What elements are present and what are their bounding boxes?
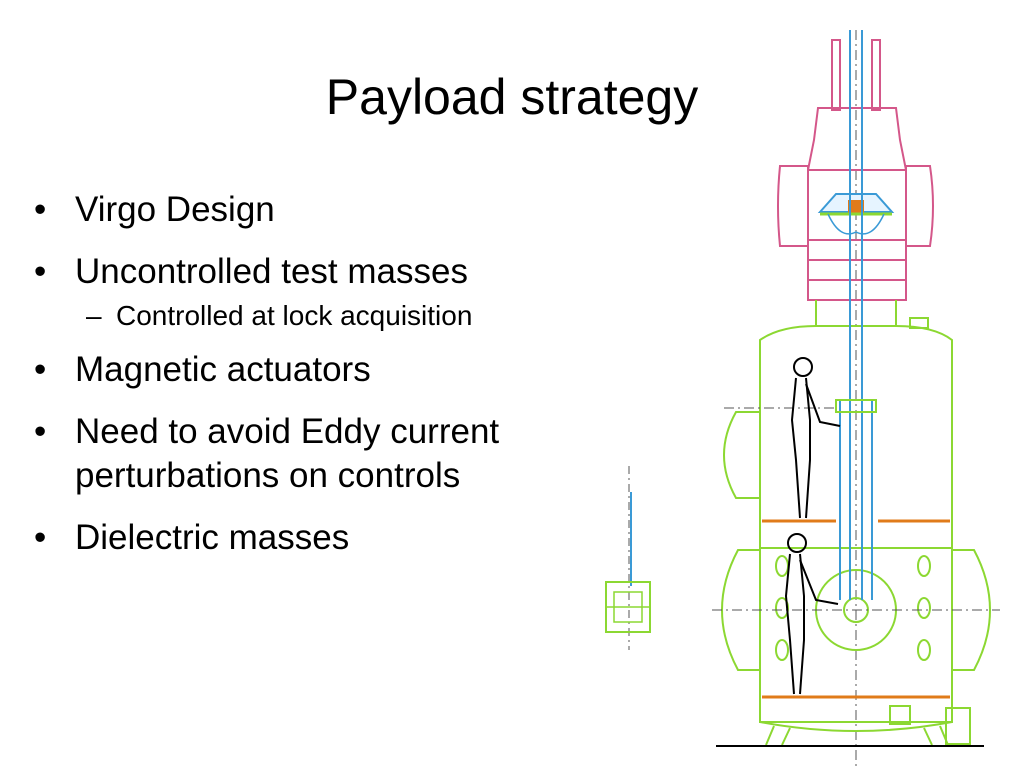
sub-bullet-item: – Controlled at lock acquisition [30,298,630,334]
bullet-marker: • [34,190,47,229]
bullet-marker: • [34,252,47,291]
bullet-item: • Need to avoid Eddy current perturbatio… [30,410,630,498]
lower-tower [721,300,991,746]
floor-platforms [762,519,950,699]
bullet-marker: • [34,412,47,451]
bullet-marker: • [34,518,47,557]
bullet-marker: • [34,350,47,389]
bullet-marker: – [86,300,102,331]
bullet-item: • Virgo Design [30,188,630,232]
filter-zero [817,193,895,235]
bullet-item: • Uncontrolled test masses [30,250,630,294]
slide-title: Payload strategy [325,69,699,125]
bullet-text: Controlled at lock acquisition [116,300,473,331]
bullet-item: • Dielectric masses [30,516,630,560]
bullet-item: • Magnetic actuators [30,348,630,392]
human-figure-icon [784,533,839,695]
bullet-text: Dielectric masses [75,518,350,557]
bullet-text: Uncontrolled test masses [75,252,468,291]
bullet-text: Need to avoid Eddy current perturbations… [75,412,500,495]
bullet-text: Virgo Design [75,190,275,229]
bullet-text: Magnetic actuators [75,350,371,389]
human-figure-icon [790,357,841,519]
bullet-list: • Virgo Design • Uncontrolled test masse… [30,188,630,578]
